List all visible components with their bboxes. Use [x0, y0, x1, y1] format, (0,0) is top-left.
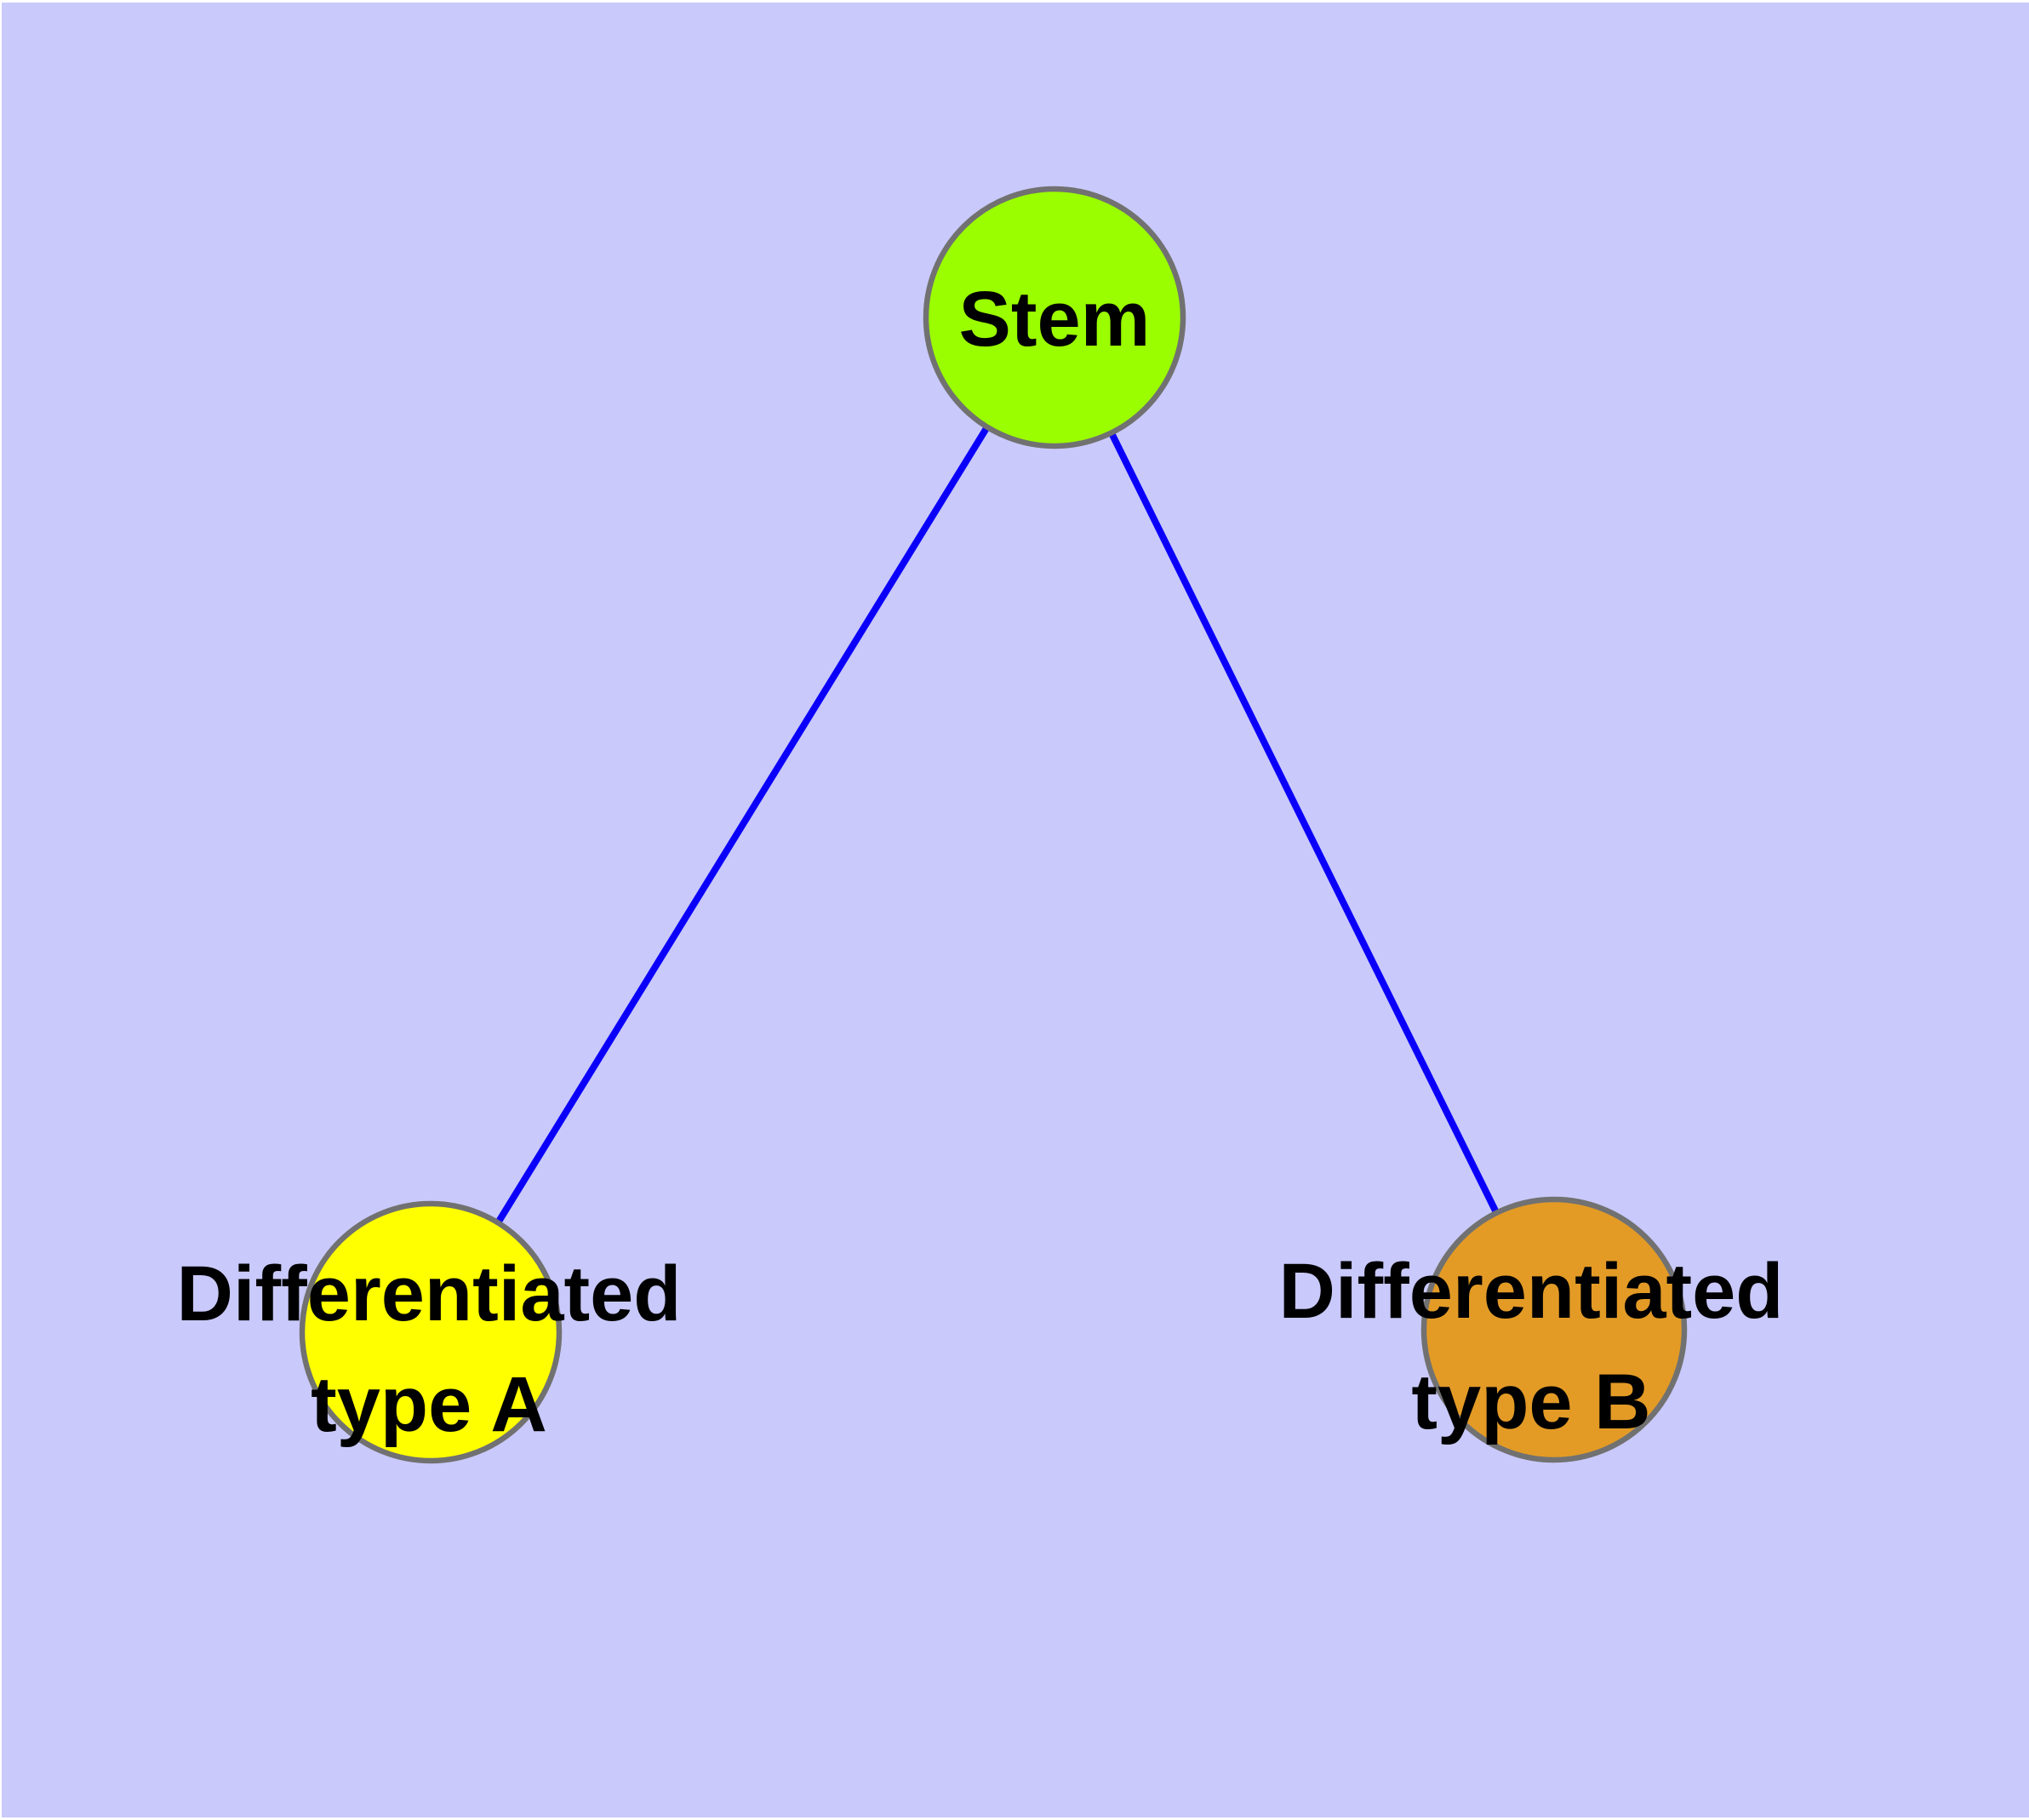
edge-stem-to-differentiated-type-b [1051, 314, 1557, 1333]
edge-group [427, 314, 1557, 1336]
node-differentiated-type-a-label-line1: Differentiated [177, 1251, 682, 1337]
node-stem-label: Stem [959, 276, 1151, 363]
edge-stem-to-differentiated-type-a [427, 314, 1058, 1336]
node-stem: Stem [923, 186, 1186, 449]
node-differentiated-type-a: Differentiated type A [177, 1200, 682, 1464]
node-stem-circle [923, 186, 1186, 449]
node-differentiated-type-b-circle [1420, 1196, 1688, 1463]
node-differentiated-type-a-circle [299, 1200, 563, 1464]
node-differentiated-type-b: Differentiated type B [1279, 1196, 1784, 1463]
node-differentiated-type-a-label-line2: type A [311, 1361, 547, 1448]
node-differentiated-type-b-label-line2: type B [1411, 1359, 1650, 1445]
node-differentiated-type-b-label-line1: Differentiated [1279, 1248, 1784, 1335]
